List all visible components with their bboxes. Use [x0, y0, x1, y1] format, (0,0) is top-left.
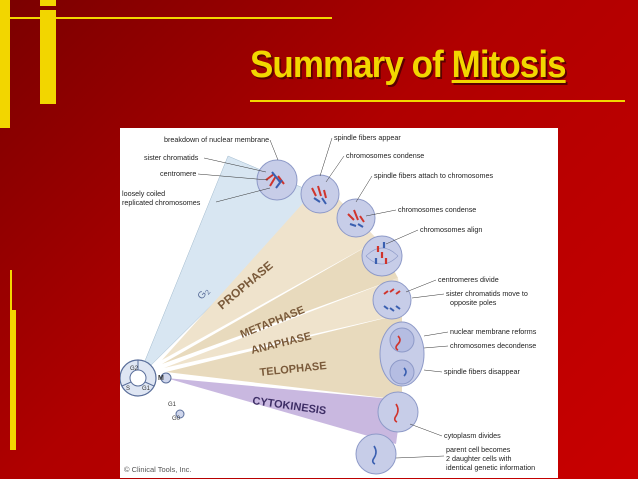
- cell-cycle-wheel: G2 G1 S M G1 G0: [120, 360, 184, 422]
- label-chromosomes-condense-1: chromosomes condense: [346, 151, 424, 160]
- cycle-label-m: M: [158, 375, 164, 382]
- mitosis-diagram-svg: G2 G1 S M G1 G0 G2 PROPHASE METAPHASE AN…: [120, 128, 558, 478]
- deco-bar-top: [0, 0, 10, 128]
- cell-telophase: [380, 322, 424, 386]
- mitosis-diagram: G2 G1 S M G1 G0 G2 PROPHASE METAPHASE AN…: [120, 128, 558, 478]
- label-nuclear-membrane-reforms: nuclear membrane reforms: [450, 327, 537, 336]
- cell-cytokinesis-lower: [356, 434, 396, 474]
- label-two-daughter-cells: 2 daughter cells with: [446, 454, 512, 463]
- cell-prophase: [301, 175, 339, 213]
- label-spindle-fibers-attach: spindle fibers attach to chromosomes: [374, 171, 493, 180]
- label-centromere: centromere: [160, 169, 196, 178]
- cycle-label-g1: G1: [142, 386, 151, 392]
- cycle-label-g0: G0: [172, 416, 181, 422]
- cycle-label-g2: G2: [130, 366, 139, 372]
- label-centromeres-divide: centromeres divide: [438, 275, 499, 284]
- cell-prometaphase: [337, 199, 375, 237]
- cell-anaphase: [373, 281, 411, 319]
- cycle-label-s: S: [126, 386, 130, 392]
- copyright-text: © Clinical Tools, Inc.: [124, 465, 192, 474]
- label-nuclear-membrane-breakdown: breakdown of nuclear membrane: [164, 135, 269, 144]
- cell-interphase: [257, 160, 297, 200]
- deco-square: [40, 0, 56, 6]
- label-loosely-coiled: loosely coiled: [122, 189, 165, 198]
- label-cytoplasm-divides: cytoplasm divides: [444, 431, 501, 440]
- deco-line-title: [250, 100, 625, 102]
- title-text: Summary of: [250, 44, 452, 86]
- cell-metaphase: [362, 236, 402, 276]
- label-chromosomes-align: chromosomes align: [420, 225, 482, 234]
- label-spindle-fibers-appear: spindle fibers appear: [334, 133, 401, 142]
- label-sister-chromatids: sister chromatids: [144, 153, 199, 162]
- cycle-label-g1-outer: G1: [168, 402, 177, 408]
- deco-line-left: [10, 270, 12, 310]
- cell-cytokinesis-upper: [378, 392, 418, 432]
- label-chromosomes-decondense: chromosomes decondense: [450, 341, 536, 350]
- label-identical-genetic-information: identical genetic information: [446, 463, 535, 472]
- deco-bar-left: [10, 310, 16, 450]
- label-spindle-fibers-disappear: spindle fibers disappear: [444, 367, 521, 376]
- deco-line-top: [10, 17, 332, 19]
- deco-bar-vertical: [40, 10, 56, 104]
- label-parent-cell-becomes: parent cell becomes: [446, 445, 511, 454]
- label-chromosomes-condense-2: chromosomes condense: [398, 205, 476, 214]
- title-emphasis: Mitosis: [452, 44, 566, 86]
- slide-title: Summary of Mitosis: [250, 44, 600, 100]
- label-sister-chromatids-move: sister chromatids move to: [446, 289, 528, 298]
- label-replicated-chromosomes: replicated chromosomes: [122, 198, 201, 207]
- label-opposite-poles: opposite poles: [450, 298, 497, 307]
